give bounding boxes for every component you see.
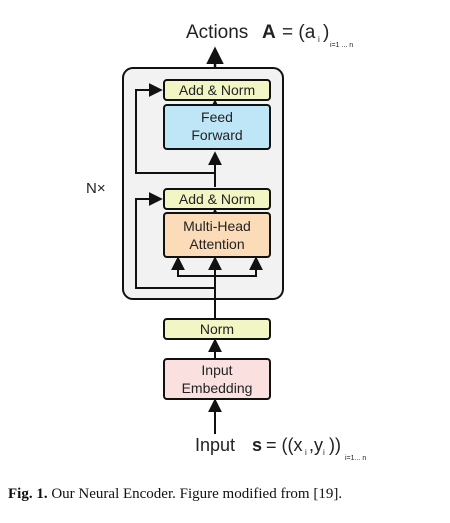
feed-forward-block [163,104,271,150]
feed-forward-label-1: Feed [201,109,233,125]
input-label: Input s = ((x i ,y i )) i=1... n [195,435,366,462]
multi-head-label-2: Attention [189,236,244,252]
residual-arrow-top [135,83,215,174]
input-sub-i2: i [323,448,325,457]
actions-close: ) [323,22,329,43]
input-var: s [252,435,262,455]
figure-number: Fig. 1. [8,486,48,502]
qkv-arrow-left [171,256,215,277]
input-comma: ,y [309,435,323,455]
input-embedding-block [163,358,271,400]
input-word: Input [195,435,235,455]
actions-sub-i: i [318,35,320,44]
norm-block [163,318,271,340]
repeat-label: N× [86,180,106,197]
input-embedding-label-2: Embedding [182,380,253,396]
output-label: Actions A = (a i ) i=1 ... n [186,22,353,49]
feed-forward-label-2: Forward [191,127,242,143]
input-range: i=1... n [345,455,366,462]
input-embedding-label-1: Input [201,362,232,378]
actions-range: i=1 ... n [330,42,353,49]
input-close: )) [329,435,341,455]
figure-caption: Fig. 1. Our Neural Encoder. Figure modif… [8,486,444,503]
actions-var: A [262,22,276,43]
add-norm-top-label: Add & Norm [179,82,255,98]
encoder-stack [122,67,284,300]
actions-eq: = (a [282,22,316,43]
input-eq: = ((x [266,435,303,455]
qkv-arrow-right [215,256,263,277]
add-norm-bottom-label: Add & Norm [179,191,255,207]
norm-label: Norm [200,321,234,337]
multi-head-attention-block [163,212,271,258]
residual-arrow-bottom [135,192,215,289]
figure-caption-text: Our Neural Encoder. Figure modified from… [51,486,343,502]
actions-word: Actions [186,22,248,43]
multi-head-label-1: Multi-Head [183,218,251,234]
add-norm-top-block [163,79,271,101]
add-norm-bottom-block [163,188,271,210]
input-sub-i1: i [305,448,307,457]
